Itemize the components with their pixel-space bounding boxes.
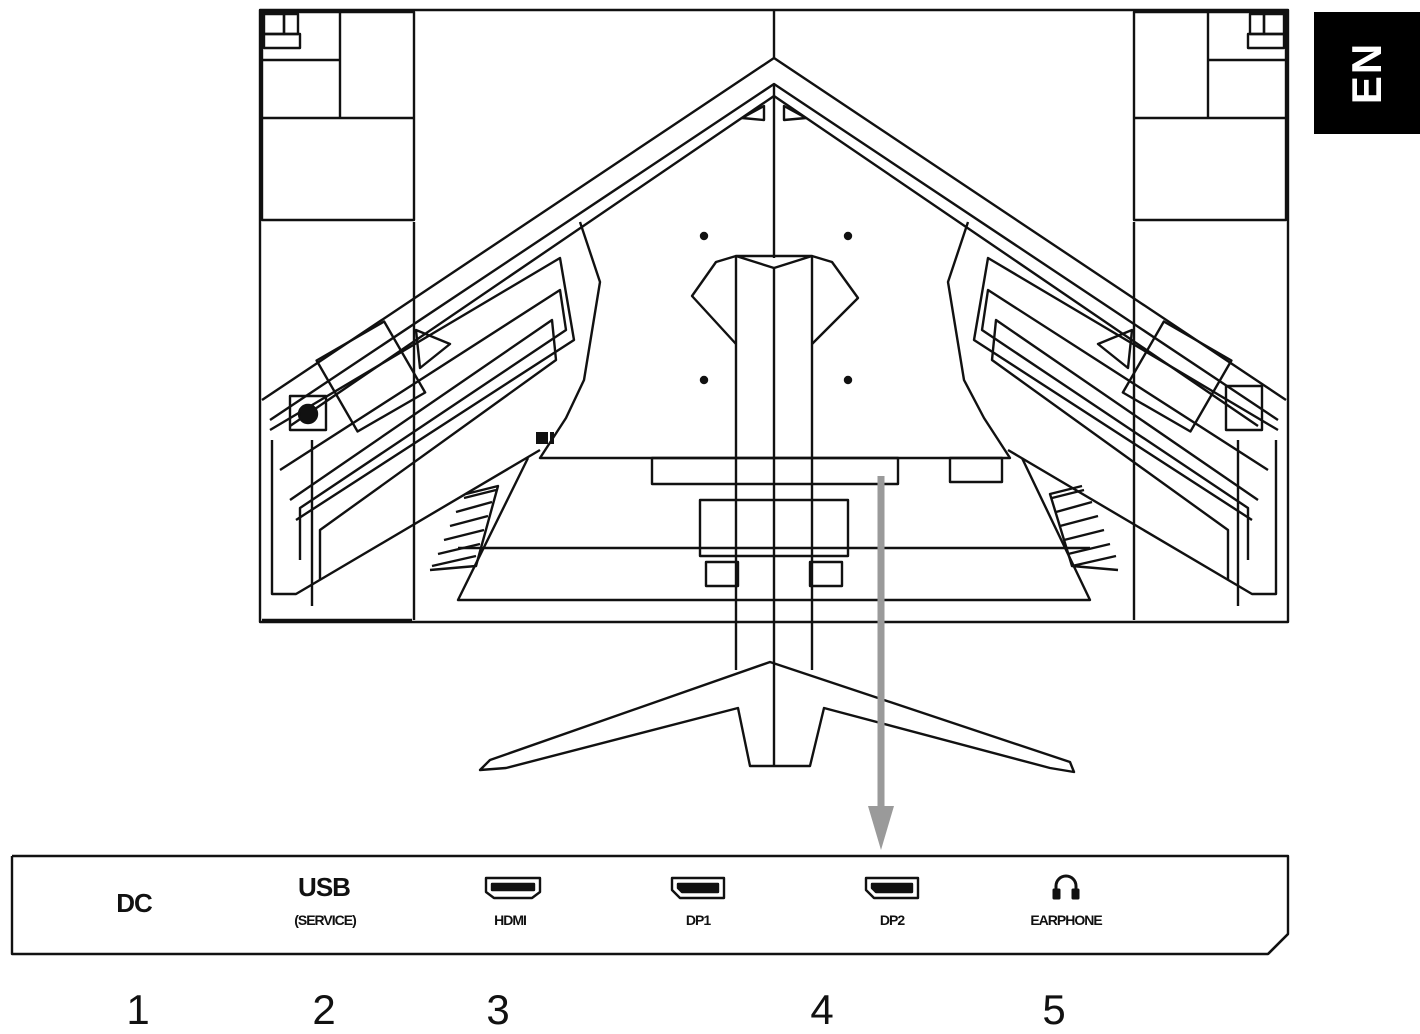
- usb-port-label: USB: [298, 872, 351, 902]
- dp-port-icon: [670, 876, 726, 900]
- port-number-5: 5: [1042, 986, 1066, 1033]
- port-number-2: 2: [312, 986, 336, 1033]
- dp-port-icon: [864, 876, 920, 900]
- stand-neck: [690, 254, 860, 766]
- lock-icon: [536, 432, 554, 444]
- dp1-port-label: DP1: [685, 912, 711, 928]
- hdmi-port-icon: [484, 876, 542, 900]
- port-number-4: 4: [810, 986, 834, 1033]
- headphone-icon: [1052, 874, 1080, 900]
- monitor-port-strip: [650, 456, 1004, 588]
- dp2-port-label: DP2: [879, 912, 905, 928]
- rear-chevron: [261, 56, 1287, 427]
- usb-port-sublabel: (SERVICE): [294, 912, 357, 928]
- stand-base: [478, 660, 1076, 774]
- right-corner-blocks: [1132, 10, 1288, 222]
- language-tab-label: EN: [1343, 41, 1390, 105]
- language-tab: EN: [1314, 12, 1420, 134]
- right-styling-panels: [972, 256, 1279, 596]
- port-number-3: 3: [486, 986, 510, 1033]
- port-number-1: 1: [126, 986, 150, 1033]
- callout-arrow: [868, 476, 894, 850]
- earphone-port-label: EARPHONE: [1030, 912, 1102, 928]
- dc-port-label: DC: [116, 888, 153, 918]
- hdmi-port-label: HDMI: [494, 912, 527, 928]
- left-corner-blocks: [260, 10, 416, 222]
- port-detail-box: [10, 854, 1290, 956]
- left-styling-panels: [262, 256, 576, 622]
